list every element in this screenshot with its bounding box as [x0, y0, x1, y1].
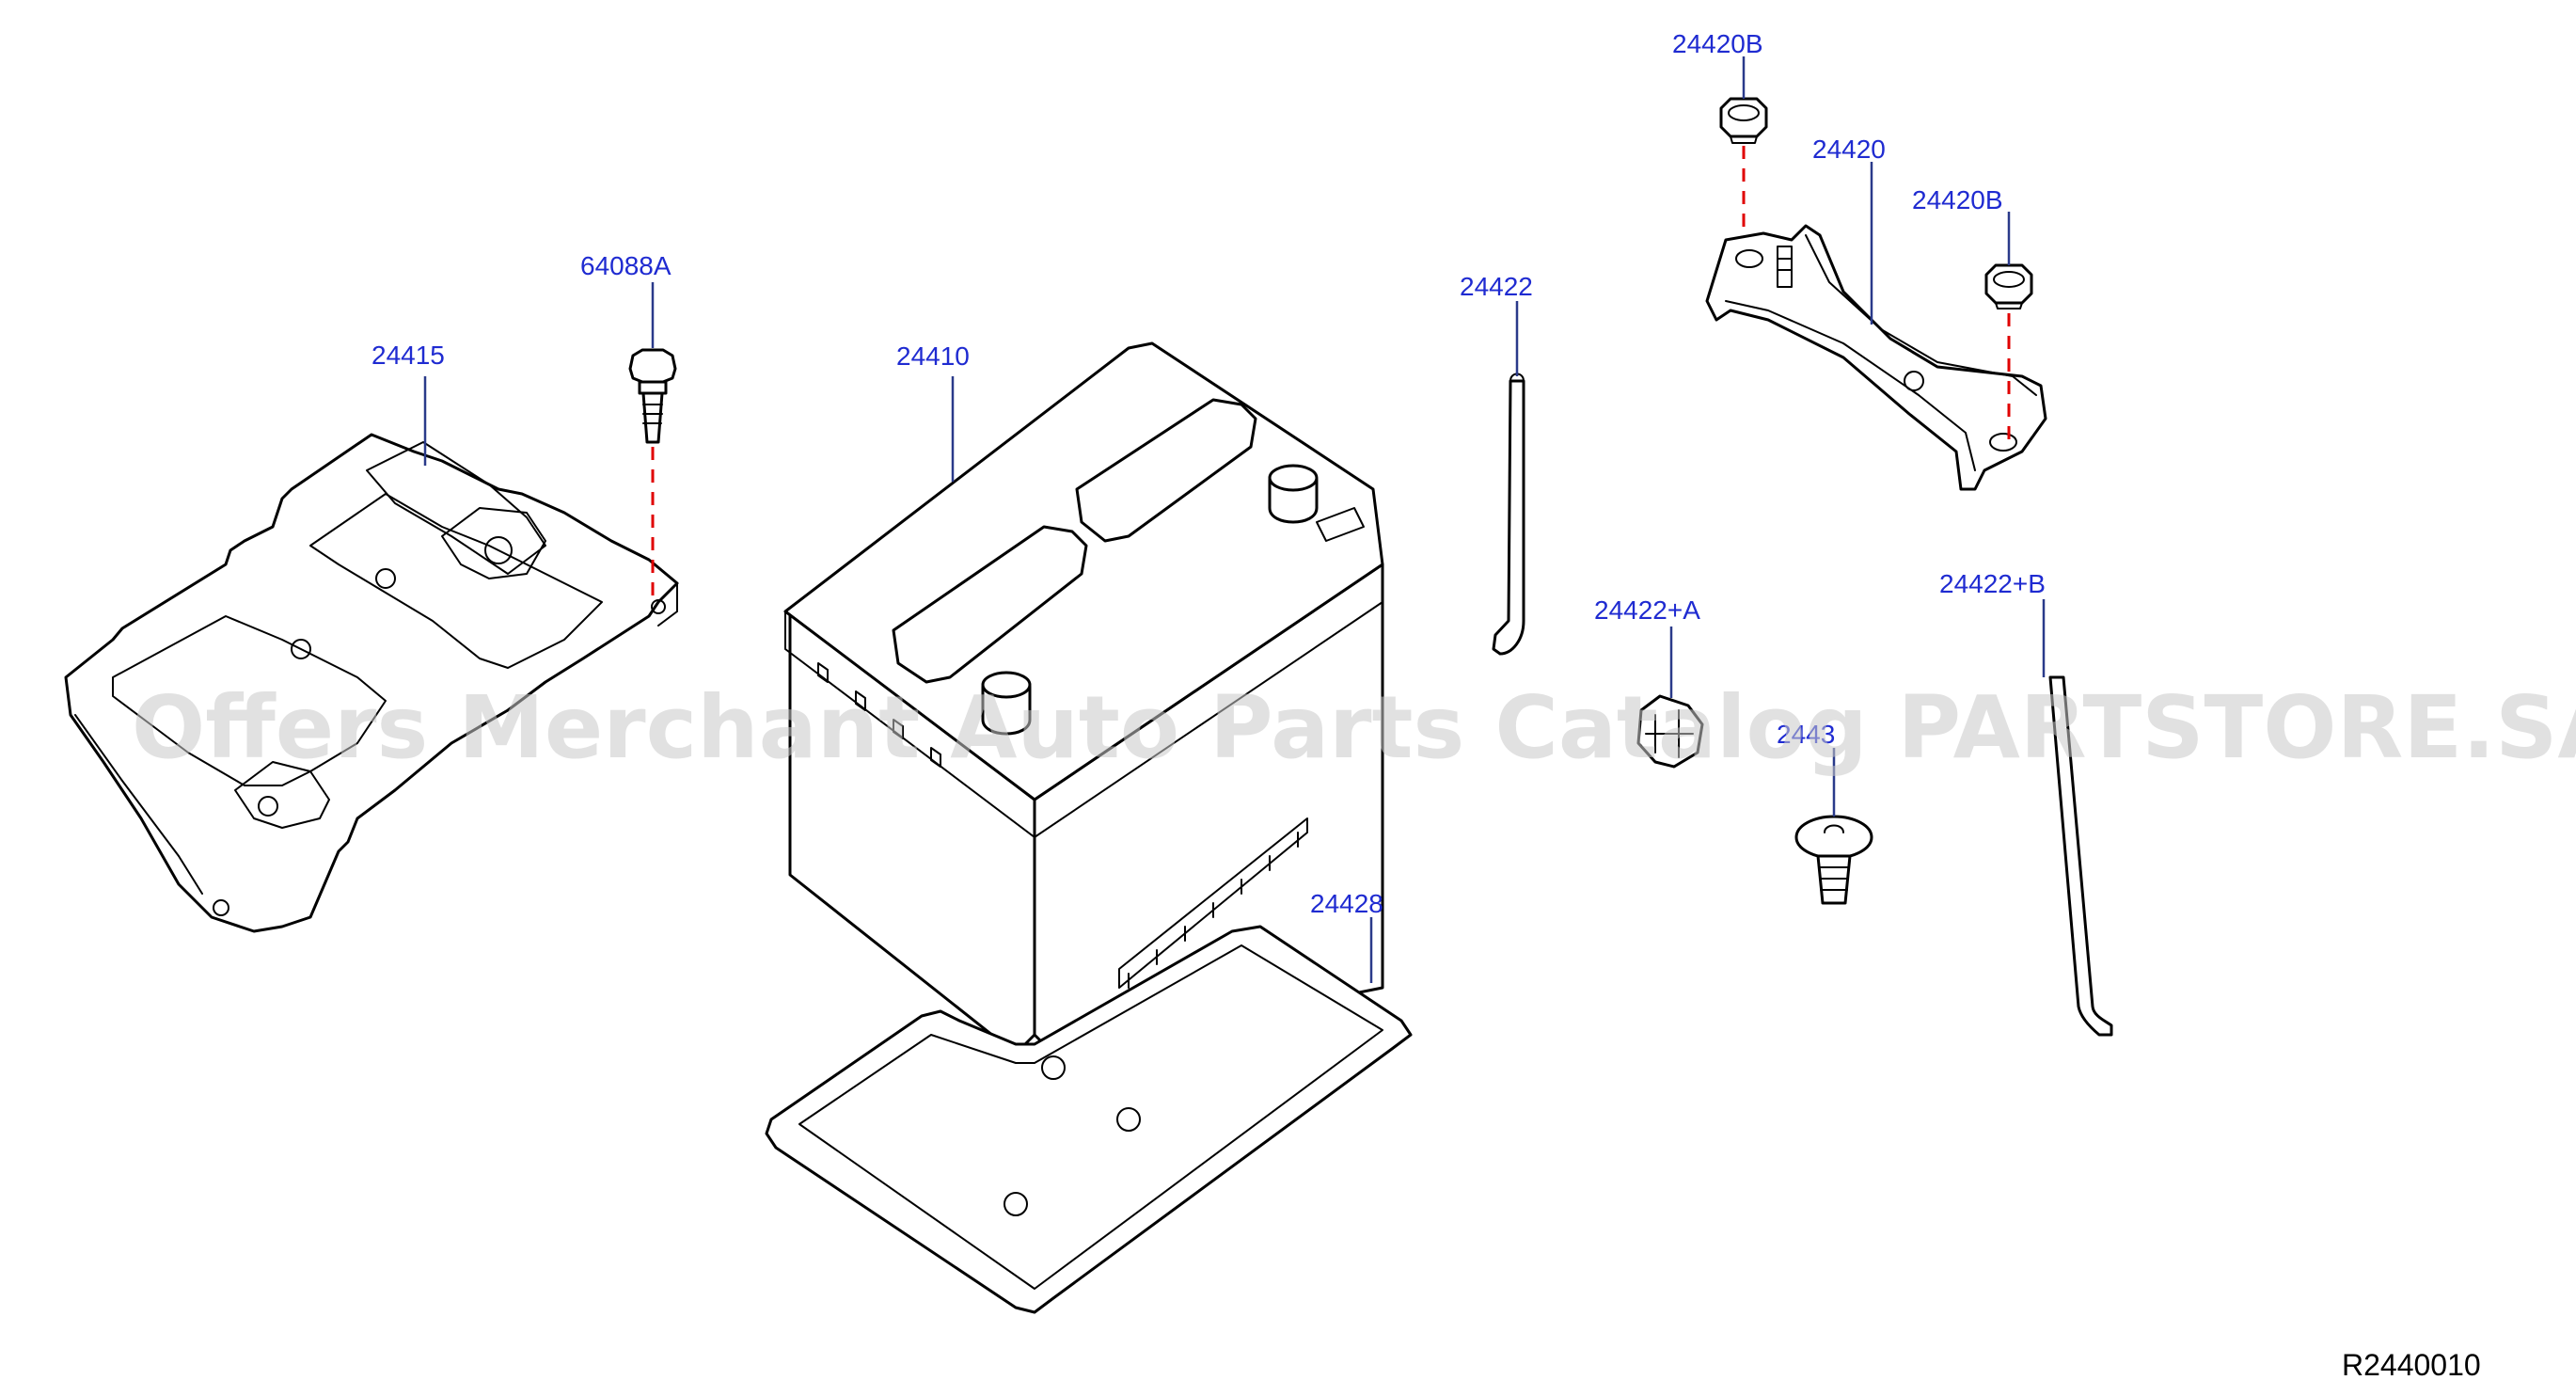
label-24422B[interactable]: 24422+B: [1939, 569, 2046, 598]
battery-part[interactable]: [783, 341, 1384, 1055]
label-24410[interactable]: 24410: [896, 341, 970, 371]
label-64088A[interactable]: 64088A: [580, 251, 672, 280]
screw-part[interactable]: [1794, 815, 1873, 905]
hold-down-rod-b-part[interactable]: [2048, 675, 2113, 1037]
battery-tray-part[interactable]: [64, 433, 679, 933]
bolt-part[interactable]: [628, 348, 677, 444]
nut-right-part[interactable]: [1984, 263, 2033, 309]
label-24420B-right[interactable]: 24420B: [1912, 185, 2003, 214]
label-2443[interactable]: 2443: [1777, 720, 1835, 749]
label-24422A[interactable]: 24422+A: [1594, 595, 1700, 625]
clip-part[interactable]: [1636, 694, 1704, 769]
battery-frame-part[interactable]: [765, 925, 1413, 1314]
label-24415[interactable]: 24415: [371, 341, 445, 370]
hold-down-rod-part[interactable]: [1492, 373, 1525, 656]
nut-top-part[interactable]: [1719, 97, 1768, 144]
hold-down-clamp-part[interactable]: [1705, 224, 2047, 491]
watermark-text: Offers Merchant Auto Parts Catalog PARTS…: [132, 677, 2576, 778]
label-24420[interactable]: 24420: [1812, 135, 1886, 164]
leader-lines: [423, 56, 2046, 983]
label-24428[interactable]: 24428: [1310, 889, 1383, 918]
label-24422[interactable]: 24422: [1460, 272, 1533, 301]
label-24420B-top[interactable]: 24420B: [1672, 29, 1763, 58]
diagram-code: R2440010: [2342, 1348, 2481, 1382]
